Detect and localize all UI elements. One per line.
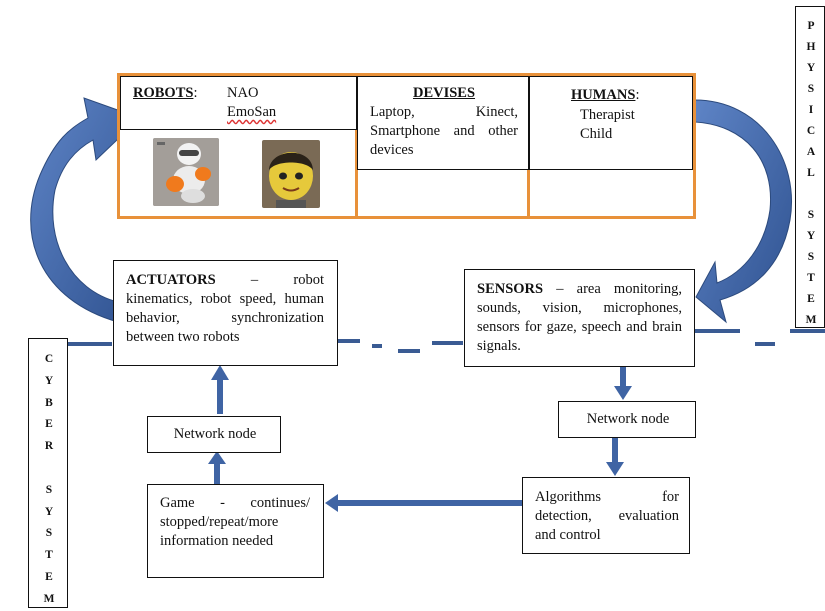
- cyber-system-letter: M: [43, 592, 55, 605]
- physical-system-letter: S: [807, 251, 815, 263]
- robots-box: ROBOTS: NAO EmoSan: [120, 76, 357, 130]
- robots-item-emosan: EmoSan: [227, 104, 277, 120]
- emosan-robot-image: [262, 140, 320, 208]
- network-node-right: Network node: [558, 401, 696, 438]
- cyber-system-letter: E: [45, 418, 53, 431]
- actuators-box: ACTUATORS – robot kinematics, robot spee…: [113, 260, 338, 366]
- algorithms-box: Algorithms for detection, evaluation and…: [522, 477, 690, 554]
- boundary-dashed-line: [68, 329, 825, 353]
- cyber-system-letter: Y: [44, 505, 54, 518]
- network-node-left-label: Network node: [173, 426, 257, 442]
- devices-list: Laptop, Kinect, Smartphone and other dev…: [370, 104, 518, 158]
- humans-heading-line: HUMANS:: [571, 87, 640, 103]
- humans-item-therapist: Therapist: [580, 107, 635, 123]
- network-node-left: Network node: [147, 416, 281, 453]
- physical-system-letter: S: [807, 83, 815, 95]
- robots-heading: ROBOTS: [133, 85, 194, 101]
- physical-system-letter: Y: [806, 62, 816, 74]
- nao-robot-image: [153, 138, 219, 206]
- game-box: Game - continues/ stopped/repeat/more in…: [147, 484, 324, 578]
- physical-system-letter: T: [807, 272, 815, 284]
- actuators-text: ACTUATORS – robot kinematics, robot spee…: [126, 271, 324, 347]
- cyber-system-letter: C: [44, 353, 54, 365]
- physical-system-letter: C: [806, 125, 816, 137]
- robots-heading-line: ROBOTS:: [133, 85, 198, 101]
- physical-system-letter: H: [806, 41, 816, 53]
- network-node-right-label: Network node: [586, 411, 670, 427]
- humans-item-child: Child: [580, 126, 613, 142]
- physical-system-letter: S: [807, 209, 815, 221]
- frame-divider-1: [355, 73, 358, 219]
- algorithms-text: Algorithms for detection, evaluation and…: [535, 489, 679, 543]
- cyber-system-letter: B: [45, 396, 53, 409]
- physical-system-letter: I: [808, 104, 814, 116]
- game-text: Game - continues/ stopped/repeat/more in…: [160, 495, 310, 549]
- right-curved-arrow: [694, 99, 792, 324]
- physical-system-letter: Y: [806, 230, 816, 242]
- cyber-system-letter: Y: [44, 374, 54, 387]
- physical-system-letter: E: [807, 293, 815, 305]
- actuators-description: – robot kinematics, robot speed, human b…: [126, 272, 324, 345]
- physical-system-letter: P: [807, 20, 815, 32]
- sensors-box: SENSORS – area monitoring, sounds, visio…: [464, 269, 695, 367]
- robots-item-nao: NAO: [227, 85, 259, 101]
- physical-system-letter: M: [805, 314, 817, 326]
- devices-box: DEVISES Laptop, Kinect, Smartphone and o…: [357, 76, 529, 170]
- sensors-text: SENSORS – area monitoring, sounds, visio…: [477, 280, 682, 356]
- cyber-system-letter: S: [45, 483, 53, 496]
- cyber-system-letter: S: [45, 527, 53, 540]
- left-curved-arrow: [30, 97, 141, 323]
- sensors-description: – area monitoring, sounds, vision, micro…: [477, 281, 682, 354]
- arrow-network-to-actuators: [211, 365, 229, 414]
- sensors-heading: SENSORS: [477, 281, 544, 297]
- cyber-system-letter: T: [45, 549, 53, 562]
- devices-heading: DEVISES: [412, 85, 476, 101]
- humans-heading: HUMANS: [571, 87, 636, 103]
- physical-system-letter: L: [807, 167, 815, 179]
- cyber-system-letter: E: [45, 570, 53, 583]
- arrow-algorithms-to-game: [325, 494, 522, 512]
- physical-system-letter: A: [806, 146, 816, 158]
- arrow-network-to-algorithms: [606, 438, 624, 476]
- cyber-system-letter: R: [44, 440, 54, 453]
- arrow-game-to-network: [208, 451, 226, 484]
- cyber-system-letter: [29, 458, 69, 480]
- arrow-sensors-to-network: [614, 366, 632, 400]
- physical-system-letter: [796, 184, 825, 205]
- humans-box: HUMANS: Therapist Child: [529, 76, 693, 170]
- actuators-heading: ACTUATORS: [126, 272, 216, 288]
